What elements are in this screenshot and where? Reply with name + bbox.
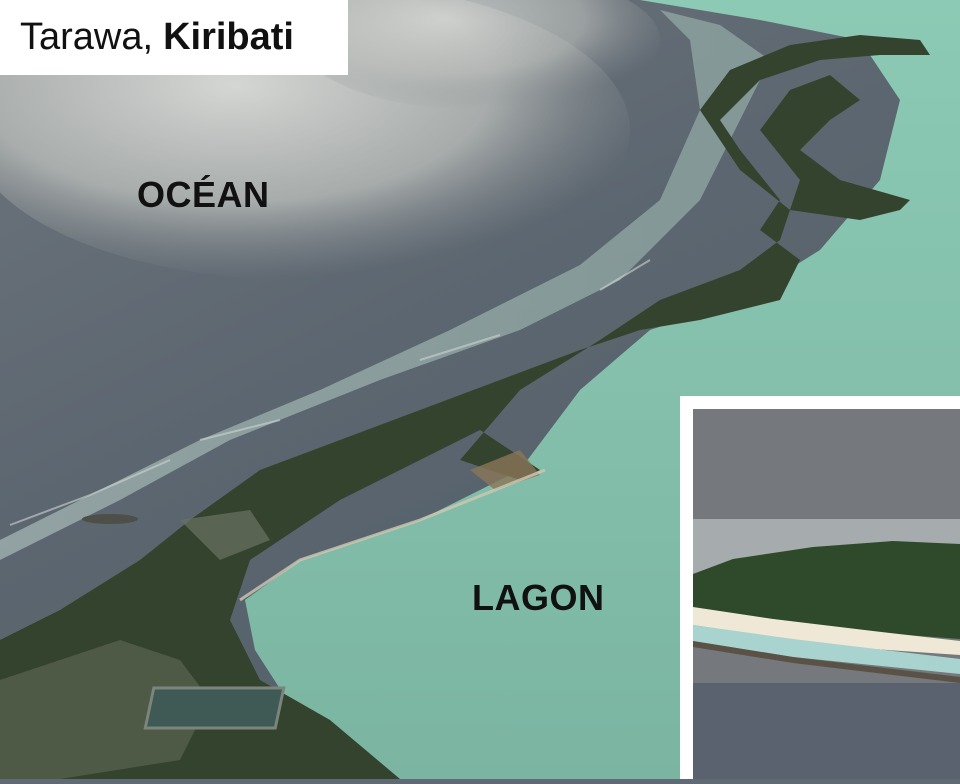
inset-shallow-water [693,625,960,674]
island-vegetation [0,35,930,779]
caption-country: Kiribati [163,16,294,58]
caption-box: Tarawa, Kiribati [0,0,348,75]
reef-band [0,10,770,560]
village-patch [180,510,270,560]
inset-islet-photo [693,409,960,779]
inset-beach [693,607,960,655]
lagoon-shoreline [239,468,546,602]
caption-place: Tarawa, [20,16,154,58]
inset-photo-frame [680,396,960,779]
village-patch [0,640,210,779]
inset-reef-rock [693,641,960,683]
inset-deep-water [693,683,960,779]
reef-islet [82,514,138,524]
surf-lines [9,259,651,526]
fish-pond [143,686,286,730]
ocean-label: OCÉAN [137,174,270,215]
inset-island-trees [693,541,960,639]
lagoon-label: LAGON [472,577,605,618]
cloud [300,0,660,110]
